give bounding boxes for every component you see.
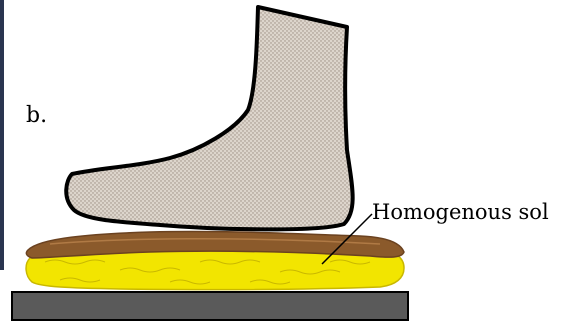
foot-shape xyxy=(66,7,352,229)
callout-label: Homogenous sol xyxy=(372,200,549,224)
grey-base-plate xyxy=(12,292,408,320)
panel-label: b. xyxy=(26,103,47,128)
left-edge-strip xyxy=(0,0,4,270)
